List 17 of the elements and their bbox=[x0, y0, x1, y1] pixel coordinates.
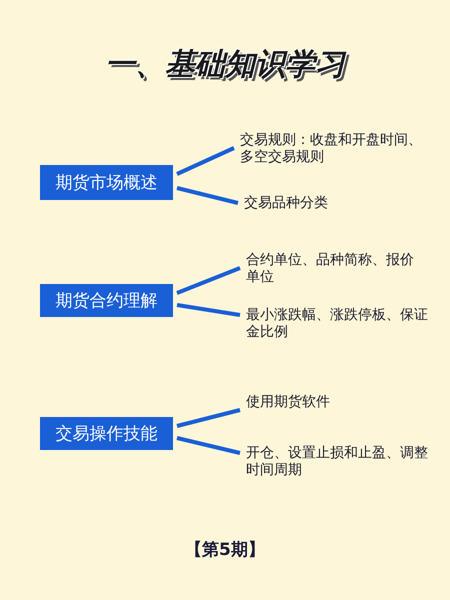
item-text: 最小涨跌幅、涨跌停板、保证金比例 bbox=[246, 307, 436, 341]
topic-box: 期货合约理解 bbox=[40, 284, 173, 317]
connector-line bbox=[176, 186, 238, 205]
connector-line bbox=[176, 303, 240, 317]
connector-line bbox=[176, 408, 240, 428]
item-text: 合约单位、品种简称、报价单位 bbox=[246, 252, 426, 286]
topic-box: 期货市场概述 bbox=[40, 165, 173, 200]
connector-line bbox=[176, 436, 240, 455]
connector-line bbox=[176, 266, 241, 295]
item-text: 开仓、设置止损和止盈、调整时间周期 bbox=[246, 445, 436, 479]
item-text: 使用期货软件 bbox=[246, 394, 330, 411]
issue-label: 【第5期】 bbox=[185, 539, 265, 561]
item-text: 交易规则：收盘和开盘时间、多空交易规则 bbox=[240, 132, 430, 166]
topic-box: 交易操作技能 bbox=[40, 417, 173, 450]
title: 一、基础知识学习 bbox=[104, 46, 348, 84]
connector-line bbox=[176, 146, 235, 176]
item-text: 交易品种分类 bbox=[244, 195, 328, 212]
